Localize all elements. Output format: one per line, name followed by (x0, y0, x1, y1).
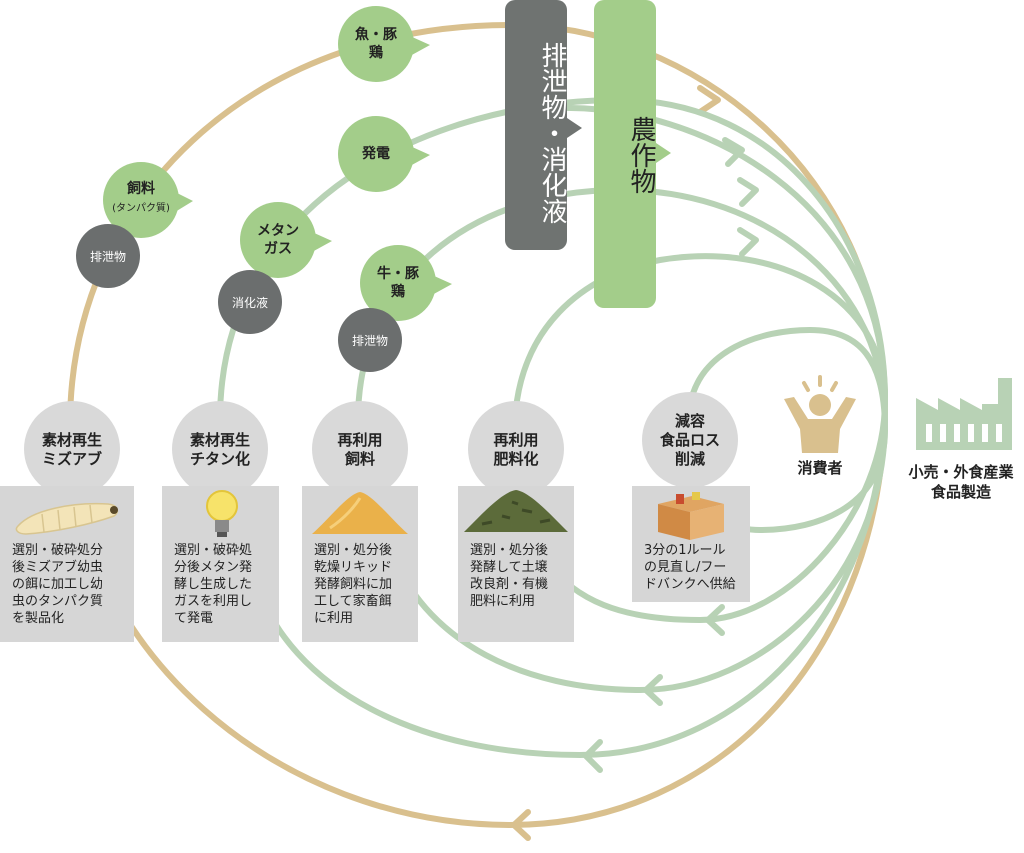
bubble-methane-label: メタン ガス (257, 223, 299, 257)
bubble-excreta-2-label: 排泄物 (351, 334, 388, 348)
light-bulb-icon (206, 490, 238, 537)
arrow-loop-compost-bottom (705, 604, 725, 636)
industry-label: 小売・外食産業 食品製造 (908, 463, 1014, 501)
stage-desc-text-5: 3分の1ルール の見直し/フー ドバンクへ供給 (644, 543, 736, 592)
larva-icon (15, 502, 119, 535)
stage-desc-text-2: 選別・破砕処 分後メタン発 酵し生成した ガスを利用し て発電 (174, 543, 253, 626)
bubble-digestion-label: 消化液 (231, 296, 268, 310)
bubble-power-label: 発電 (362, 146, 390, 162)
feed-pile-icon (312, 492, 408, 534)
stage-circle-5 (642, 392, 738, 488)
excreta-bar-label: 排泄物・消化液 (537, 42, 567, 224)
bubble-cow-pig-chicken-label: 牛・豚 鶏 (377, 266, 419, 300)
crops-bar-pointer (656, 143, 671, 163)
arrow-loop-livestock-bottom (643, 674, 663, 706)
stage-circle-3 (312, 401, 408, 497)
bubble-feed (103, 162, 193, 238)
stage-title-2: 素材再生 チタン化 (189, 431, 250, 468)
stage-desc-text-1: 選別・破砕処分 後ミズアブ幼虫 の餌に加工し幼 虫のタンパク質 を製品化 (12, 543, 104, 626)
bubble-fish-pig-chicken (338, 6, 430, 82)
factory-icon (916, 378, 1012, 450)
outer-arrow-bottom (511, 809, 531, 841)
crops-bar-label: 農作物 (626, 116, 656, 194)
loop-food-loss (687, 326, 889, 534)
stage-desc-text-3: 選別・処分後 乾燥リキッド 発酵飼料に加 工して家畜餌 に利用 (314, 543, 393, 626)
excreta-bar (505, 0, 567, 250)
bubble-digestion (218, 270, 282, 334)
stage-title-5: 減容 食品ロス 削減 (659, 412, 720, 468)
stage-title-1: 素材再生 ミズアブ (41, 431, 102, 468)
cardboard-box-icon (658, 492, 724, 540)
bubble-excreta-1-label: 排泄物 (89, 250, 126, 264)
stage-desc-text-4: 選別・処分後 発酵して土壌 改良剤・有機 肥料に利用 (470, 543, 549, 609)
bubble-feed-sublabel: (タンパク質) (112, 203, 170, 214)
consumer-icon (784, 375, 856, 453)
excreta-bar-pointer (567, 118, 582, 138)
arrow-loop-methane-top (722, 137, 745, 167)
bubble-power (338, 116, 430, 192)
stage-circle-2 (172, 401, 268, 497)
bubble-cow-pig-chicken (360, 245, 452, 321)
bubble-excreta-2 (338, 308, 402, 372)
stage-circle-4 (468, 401, 564, 497)
stage-title-4: 再利用 肥料化 (493, 431, 539, 468)
compost-pile-icon (464, 490, 568, 532)
outer-arrow-top (697, 85, 721, 115)
bubble-methane (240, 202, 332, 278)
arrow-loop-livestock-top (737, 177, 759, 207)
arrow-loop-compost-top (737, 227, 759, 257)
consumer-label: 消費者 (797, 459, 843, 477)
stage-circle-1 (24, 401, 120, 497)
arrow-loop-methane-bottom (583, 739, 603, 773)
crops-bar (594, 0, 656, 308)
bubble-excreta-1 (76, 224, 140, 288)
bubble-feed-label: 飼料 (127, 181, 155, 197)
stage-title-3: 再利用 飼料 (337, 431, 383, 468)
bubble-fish-pig-chicken-label: 魚・豚 鶏 (355, 27, 397, 61)
